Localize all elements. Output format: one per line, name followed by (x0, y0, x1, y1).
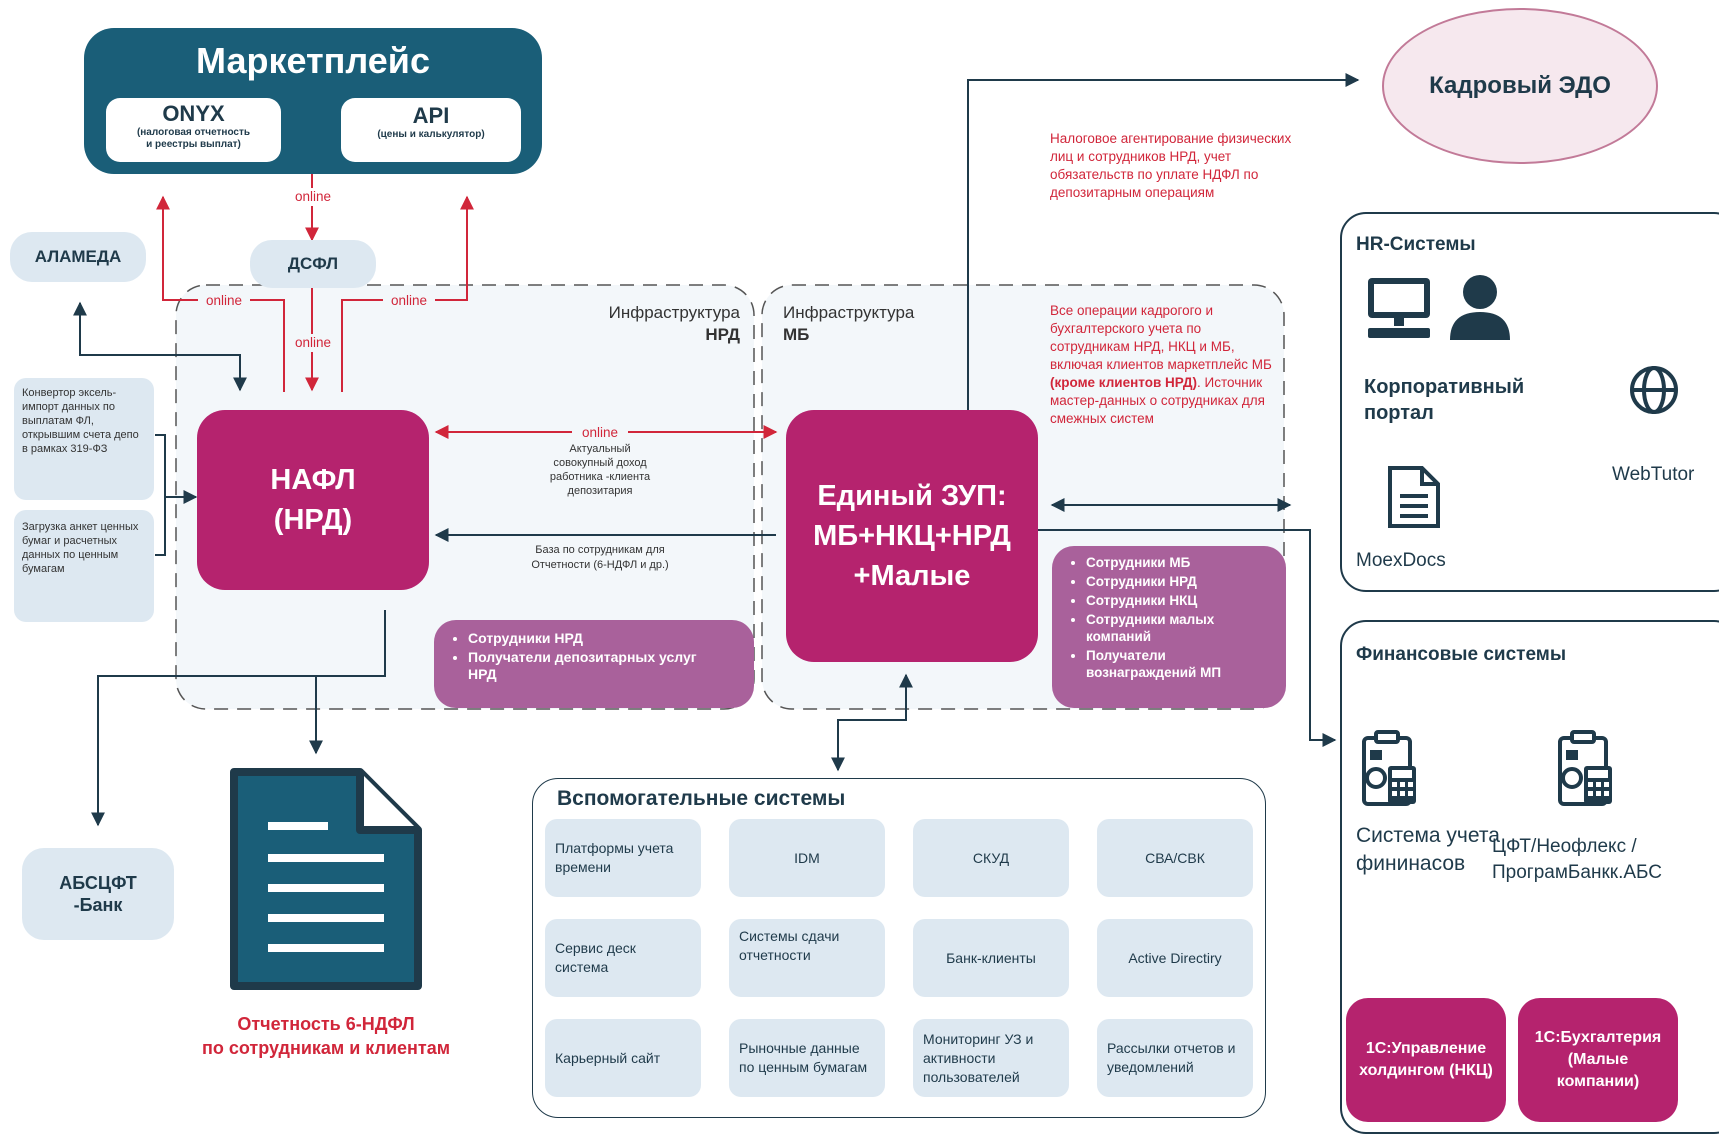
alameda-box[interactable]: АЛАМЕДА (10, 232, 146, 282)
online-label-nafl-zup: online (572, 424, 628, 442)
arrow-nafl-to-abs (91, 610, 386, 827)
zup-line3: +Малые (853, 560, 971, 592)
abs-box[interactable]: АБСЦФТ -Банк (22, 848, 174, 940)
infra-nrd-line2: НРД (705, 325, 740, 344)
kadr-edo-label: Кадровый ЭДО (1429, 72, 1611, 99)
dsfl-box[interactable]: ДСФЛ (250, 240, 376, 288)
aux-cell[interactable]: СВА/СВК (1097, 819, 1253, 897)
globe-icon (1630, 366, 1678, 414)
calculator-icon (1558, 730, 1612, 806)
onec-buh-box[interactable]: 1С:Бухгалтерия (Малые компании) (1518, 998, 1678, 1122)
base-note: База по сотрудникам для Отчетности (6-НД… (531, 544, 669, 571)
onyx-box[interactable]: ONYX (налоговая отчетность и реестры вып… (106, 98, 281, 162)
marketplace-box: Маркетплейс ONYX (налоговая отчетность и… (84, 28, 542, 174)
aux-cell[interactable]: Рассылки отчетов и уведомлений (1097, 1019, 1253, 1097)
arrow-zup-to-fin (1036, 529, 1337, 747)
moexdocs-label[interactable]: MoexDocs (1356, 550, 1446, 571)
kadr-edo-ellipse[interactable]: Кадровый ЭДО (1382, 8, 1658, 164)
nrd-list-item: Сотрудники НРД (468, 630, 742, 647)
aux-cell[interactable]: Системы сдачи отчетности (729, 919, 885, 997)
zup-line2: МБ+НКЦ+НРД (813, 520, 1011, 552)
aux-systems-title: Вспомогательные системы (557, 787, 846, 810)
aux-cell[interactable]: Банк-клиенты (913, 919, 1069, 997)
fin-systems-title: Финансовые системы (1356, 644, 1567, 665)
hr-systems-title: HR-Системы (1356, 234, 1476, 255)
aux-cell[interactable]: СКУД (913, 819, 1069, 897)
api-box[interactable]: API (цены и калькулятор) (341, 98, 521, 162)
online-label-dsfl-top: online (288, 188, 338, 206)
document-icon (1388, 466, 1440, 528)
aux-cell[interactable]: Active Directiry (1097, 919, 1253, 997)
report-line1: Отчетность 6-НДФЛ (237, 1014, 415, 1034)
monitor-icon (1368, 278, 1430, 338)
cft-label[interactable]: ЦФТ/Неофлекс /ПрограмБанкк.АБС (1492, 836, 1662, 883)
aux-cell[interactable]: Карьерный сайт (545, 1019, 701, 1097)
infra-mb-line1: Инфраструктура (783, 303, 915, 322)
nafl-line1: НАФЛ (270, 464, 356, 496)
hr-ops-note: Все операции кадрогого и бухгалтерского … (1050, 302, 1278, 428)
arrow-zup-aux (831, 673, 913, 772)
infra-mb-line2: МБ (783, 325, 810, 344)
arrow-zup-to-kadr-edo (967, 73, 1360, 410)
report-line2: по сотрудникам и клиентам (201, 1038, 451, 1058)
aux-cell[interactable]: Сервис деск система (545, 919, 701, 997)
nafl-box[interactable]: НАФЛ (НРД) (197, 410, 429, 590)
aux-cell[interactable]: Рыночные данные по ценным бумагам (729, 1019, 885, 1097)
bracket-notes (155, 434, 166, 556)
aux-cell[interactable]: IDM (729, 819, 885, 897)
corporate-portal-label[interactable]: Корпоративный портал (1364, 376, 1525, 424)
hr-ops-note-bold: (кроме клиентов НРД) (1050, 375, 1198, 390)
zup-line1: Единый ЗУП: (817, 480, 1007, 512)
nrd-list-item: Получатели депозитарных услуг НРД (468, 649, 708, 683)
mb-list-item: Сотрудники НРД (1086, 573, 1276, 590)
hr-ops-note-part1: Все операции кадрогого и бухгалтерского … (1050, 303, 1272, 372)
infra-mb-label: Инфраструктура МБ (783, 302, 963, 346)
mb-list-item: Получатели вознаграждений МП (1086, 647, 1276, 681)
zup-box[interactable]: Единый ЗУП: МБ+НКЦ+НРД +Малые (786, 410, 1038, 662)
infra-nrd-line1: Инфраструктура (608, 303, 740, 322)
report-document-icon (230, 768, 422, 990)
mb-list-item: Сотрудники МБ (1086, 554, 1276, 571)
mb-list-item: Сотрудники малых компаний (1086, 611, 1276, 645)
mb-list-item: Сотрудники НКЦ (1086, 592, 1276, 609)
converter-note: Конвертор эксель-импорт данных по выплат… (14, 378, 154, 500)
hr-ops-note-part2: . Источник мастер-данных о сотрудниках д… (1050, 375, 1265, 426)
onyx-title: ONYX (162, 101, 225, 126)
hr-systems-panel: HR-Системы Корпоративный портал WebTutor… (1340, 212, 1719, 592)
api-subtitle: (цены и калькулятор) (377, 129, 485, 140)
calculator-icon (1362, 730, 1416, 806)
infra-nrd-area (175, 284, 755, 710)
aux-cell[interactable]: Платформы учета времени (545, 819, 701, 897)
abs-line2: -Банк (73, 895, 123, 915)
online-label-left: online (198, 292, 250, 310)
onec-holding-box[interactable]: 1С:Управление холдингом (НКЦ) (1346, 998, 1506, 1122)
aux-cell[interactable]: Мониторинг УЗ и активности пользователей (913, 1019, 1069, 1097)
arrow-alameda-nafl (73, 301, 247, 392)
infra-nrd-label: Инфраструктура НРД (560, 302, 740, 346)
income-note: Актуальный совокупный доход работника -к… (549, 443, 651, 497)
report-label: Отчетность 6-НДФЛ по сотрудникам и клиен… (150, 1012, 502, 1060)
user-icon (1450, 275, 1510, 340)
fin-accounting-label[interactable]: Система учета фининасов (1356, 824, 1500, 875)
onyx-subtitle: (налоговая отчетность и реестры выплат) (136, 127, 251, 150)
webtutor-label[interactable]: WebTutor (1612, 464, 1695, 485)
online-label-mid: online (287, 334, 339, 352)
nafl-line2: (НРД) (273, 504, 353, 536)
marketplace-title: Маркетплейс (196, 40, 430, 81)
api-title: API (412, 103, 450, 128)
tax-agent-note: Налоговое агентирование физических лиц и… (1050, 131, 1292, 200)
aux-systems-panel: Вспомогательные системы Платформы учета … (532, 778, 1266, 1118)
nrd-list-box: Сотрудники НРД Получатели депозитарных у… (434, 620, 754, 708)
mb-list-box: Сотрудники МБ Сотрудники НРД Сотрудники … (1052, 546, 1286, 708)
abs-line1: АБСЦФТ (59, 873, 137, 893)
fin-systems-panel: Финансовые системы Система учета фининас… (1340, 620, 1719, 1134)
online-label-right: online (383, 292, 435, 310)
upload-note: Загрузка анкет ценных бумаг и расчетных … (14, 510, 154, 622)
